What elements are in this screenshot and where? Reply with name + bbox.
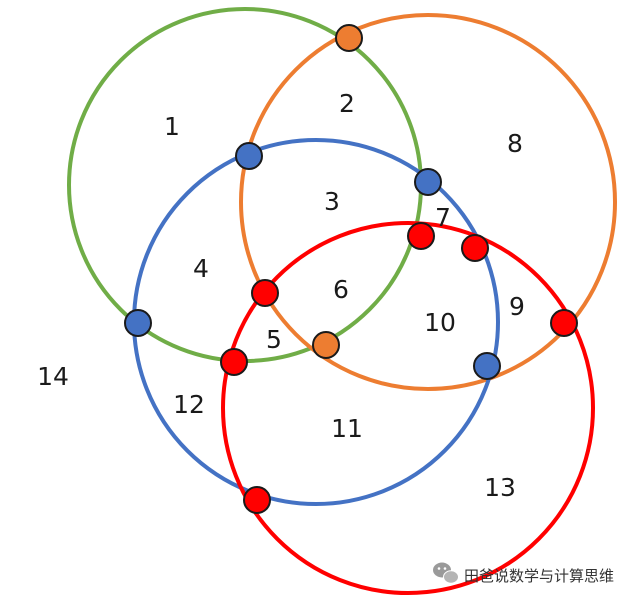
node-orange-red-left — [251, 279, 279, 307]
node-green-orange-top — [335, 24, 363, 52]
node-blue-red-bottom — [243, 486, 271, 514]
orange-circle — [239, 13, 617, 391]
node-orange-red-right — [550, 309, 578, 337]
region-label-7: 7 — [435, 203, 451, 232]
region-label-5: 5 — [266, 325, 282, 354]
region-labels: 1 2 3 4 5 6 7 8 9 10 11 12 13 14 — [37, 89, 525, 502]
watermark: 田爸说数学与计算思维 — [433, 562, 614, 585]
node-green-blue-left — [124, 309, 152, 337]
node-green-red-bottom — [220, 348, 248, 376]
region-label-6: 6 — [333, 275, 349, 304]
node-orange-blue-top — [414, 168, 442, 196]
region-label-1: 1 — [164, 112, 180, 141]
region-label-8: 8 — [507, 129, 523, 158]
region-label-9: 9 — [509, 292, 525, 321]
red-circle — [221, 221, 595, 595]
node-green-blue-top — [235, 142, 263, 170]
region-label-2: 2 — [339, 89, 355, 118]
region-label-11: 11 — [331, 414, 363, 443]
region-label-13: 13 — [484, 473, 516, 502]
region-label-12: 12 — [173, 390, 205, 419]
intersection-nodes — [124, 24, 578, 514]
watermark-text: 田爸说数学与计算思维 — [464, 567, 614, 585]
region-label-10: 10 — [424, 308, 456, 337]
region-label-3: 3 — [324, 187, 340, 216]
node-green-red-top — [407, 222, 435, 250]
region-label-14: 14 — [37, 362, 69, 391]
node-green-orange-bottom — [312, 331, 340, 359]
green-circle — [67, 7, 423, 363]
node-orange-blue-bottom — [473, 352, 501, 380]
node-blue-red-top — [461, 234, 489, 262]
region-label-4: 4 — [193, 254, 209, 283]
wechat-icon — [433, 562, 459, 584]
